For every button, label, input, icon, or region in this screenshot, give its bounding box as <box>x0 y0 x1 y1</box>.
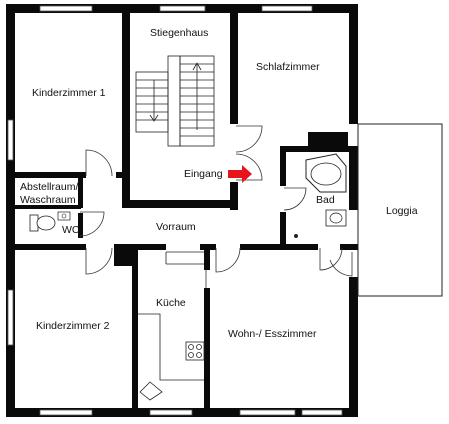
entrance-arrow-icon <box>228 165 252 183</box>
window-icon <box>39 409 93 416</box>
window-icon <box>261 5 313 12</box>
room-label-wohnzimmer: Wohn-/ Esszimmer <box>228 328 317 340</box>
room-label-eingang: Eingang <box>184 168 223 180</box>
window-icon <box>239 409 296 416</box>
room-label-stiegenhaus: Stiegenhaus <box>150 27 208 39</box>
room-label-bad: Bad <box>316 194 335 206</box>
doors <box>79 125 353 288</box>
sink-icon <box>294 209 347 238</box>
door-swing-icon <box>283 187 307 211</box>
door-swing-icon <box>235 125 263 153</box>
door-swing-icon <box>329 252 353 277</box>
door-swing-icon <box>235 153 263 181</box>
room-label-abstellraum-2: Waschraum <box>20 194 76 206</box>
room-label-vorraum: Vorraum <box>156 221 196 233</box>
toilet-icon <box>29 211 71 232</box>
window-icon <box>301 409 343 416</box>
window-icon <box>159 5 206 12</box>
loggia-outline <box>357 123 443 297</box>
room-label-wc: WC <box>62 224 80 236</box>
room-label-kinderzimmer1: Kinderzimmer 1 <box>32 87 106 99</box>
interior-walls <box>6 4 358 412</box>
stairs-icon <box>135 55 215 147</box>
windows <box>7 5 343 416</box>
window-icon <box>149 409 193 416</box>
bathtub-icon <box>305 153 347 193</box>
door-swing-icon <box>85 149 113 177</box>
window-icon <box>39 5 93 12</box>
room-label-kinderzimmer2: Kinderzimmer 2 <box>36 320 110 332</box>
window-icon <box>7 289 14 346</box>
door-swing-icon <box>85 247 113 275</box>
door-swing-icon <box>79 211 105 237</box>
door-swing-icon <box>215 247 241 273</box>
room-label-schlafzimmer: Schlafzimmer <box>256 61 320 73</box>
room-label-loggia: Loggia <box>386 205 418 217</box>
room-label-kueche: Küche <box>156 297 186 309</box>
window-icon <box>7 119 14 161</box>
stove-icon <box>185 341 205 361</box>
room-label-abstellraum-1: Abstellraum/ <box>20 181 78 193</box>
door-swing-icon <box>319 247 343 271</box>
kitchen-counter <box>138 251 204 401</box>
